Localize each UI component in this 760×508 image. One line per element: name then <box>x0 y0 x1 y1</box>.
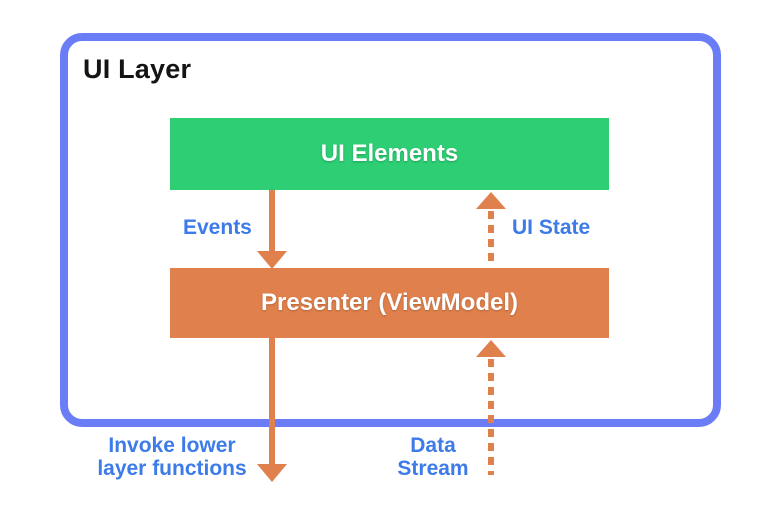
ui-state-arrowhead-icon <box>476 192 506 209</box>
data-stream-arrow-label: Data Stream <box>373 434 493 480</box>
invoke-arrow-label-line2: layer functions <box>97 457 247 480</box>
data-stream-arrow-label-line1: Data <box>410 434 456 457</box>
ui-state-arrow-label: UI State <box>512 216 591 239</box>
ui-state-arrow-line <box>488 211 494 266</box>
node-presenter-label: Presenter (ViewModel) <box>261 289 518 316</box>
node-ui-elements-label: UI Elements <box>320 140 459 167</box>
ui-layer-title: UI Layer <box>83 54 192 84</box>
events-arrow-label: Events <box>183 216 252 239</box>
invoke-arrow-label: Invoke lower layer functions <box>82 434 262 480</box>
invoke-arrow-label-line1: Invoke lower <box>108 434 236 457</box>
invoke-arrowhead-icon <box>257 464 287 482</box>
data-stream-arrow-line <box>488 359 494 475</box>
data-stream-arrow-label-line2: Stream <box>397 457 469 480</box>
events-arrow-line <box>269 190 275 252</box>
ui-layer-container <box>60 33 721 427</box>
events-arrowhead-icon <box>257 251 287 269</box>
node-ui-elements: UI Elements <box>170 118 609 190</box>
data-stream-arrowhead-icon <box>476 340 506 357</box>
invoke-arrow-line <box>269 338 275 465</box>
node-presenter: Presenter (ViewModel) <box>170 268 609 338</box>
